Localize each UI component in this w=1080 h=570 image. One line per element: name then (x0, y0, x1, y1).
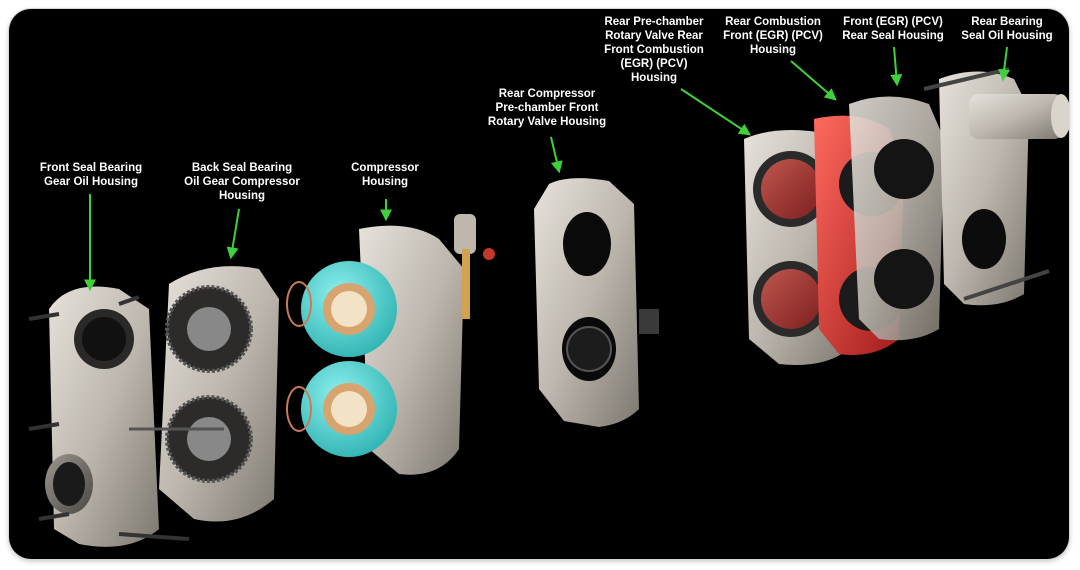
arrow-rear-bearing (998, 46, 1011, 82)
part-front-seal-housing (28, 286, 190, 547)
arrow-rear-seal (890, 46, 903, 87)
arrow-prechamber (550, 136, 563, 174)
label-rear-compressor-prechamber-front-rotary-valve-housing: Rear Compressor Pre-chamber Front Rotary… (487, 88, 607, 128)
arrow-rear-prechamber (680, 88, 752, 136)
label-compressor-housing: Compressor Housing (351, 162, 419, 188)
label-rear-prechamber-rotary-valve-housing: Rear Pre-chamber Rotary Valve Rear Front… (604, 16, 704, 84)
part-rear-seal-housing (849, 96, 944, 341)
diagram-frame: Front Seal Bearing Gear Oil Housing Back… (9, 9, 1069, 559)
part-injector (454, 214, 495, 319)
part-prechamber-plate (534, 178, 659, 427)
arrow-back-seal (226, 208, 240, 260)
label-rear-combustion-front-housing: Rear Combustion Front (EGR) (PCV) Housin… (723, 16, 823, 56)
callout-arrows (84, 46, 1011, 292)
label-front-egr-pcv-rear-seal-housing: Front (EGR) (PCV) Rear Seal Housing (842, 16, 944, 42)
arrow-rear-combustion (790, 60, 837, 101)
part-gear-housing (129, 266, 279, 522)
label-back-seal-bearing-oil-gear-compressor-housing: Back Seal Bearing Oil Gear Compressor Ho… (184, 162, 300, 202)
label-front-seal-bearing-gear-oil-housing: Front Seal Bearing Gear Oil Housing (39, 162, 143, 188)
exploded-engine-illustration (28, 46, 1069, 547)
label-rear-bearing-seal-oil-housing: Rear Bearing Seal Oil Housing (961, 16, 1053, 42)
part-rear-bearing-housing (923, 67, 1069, 306)
part-compressor-housing (286, 225, 464, 475)
